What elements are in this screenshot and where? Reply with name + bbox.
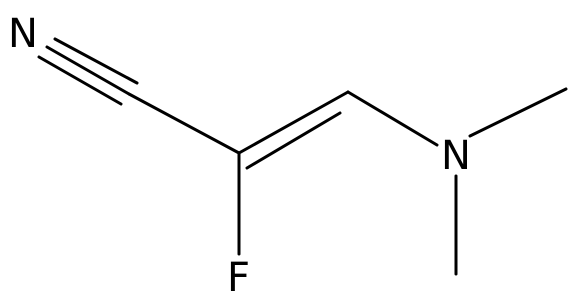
bond-nitrile-c-to-alpha-c	[127, 92, 241, 155]
triple-bond-line-upper	[53, 37, 139, 85]
nitrile-n-label: N	[8, 11, 38, 57]
fluorine-label: F	[227, 255, 250, 301]
triple-bond-line-center	[45, 45, 131, 96]
bond-amine-n-to-methyl-1	[468, 87, 568, 138]
amine-n-label: N	[441, 133, 471, 179]
triple-bond-cn	[37, 37, 139, 106]
double-bond-line-inner	[245, 111, 342, 170]
double-bond-line-main	[237, 90, 350, 155]
double-bond-cc	[237, 90, 350, 170]
triple-bond-line-lower	[37, 55, 123, 106]
bond-beta-c-to-amine-n	[346, 90, 439, 147]
